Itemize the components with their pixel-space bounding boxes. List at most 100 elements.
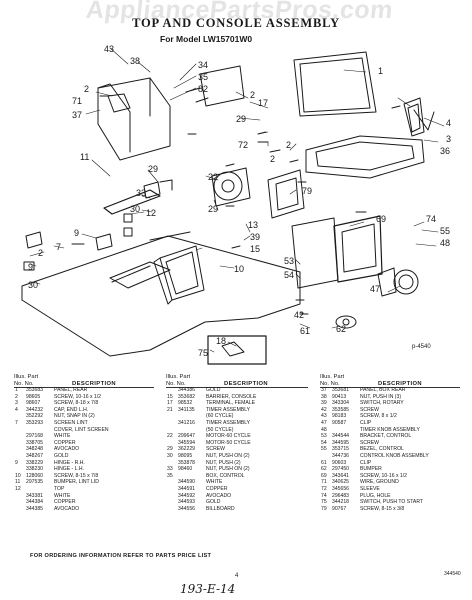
part-description: TIMER KNOB ASSEMBLY [360,426,420,433]
part-number: 338229 [26,459,43,466]
header-illus-part: Illus. Part [320,374,345,380]
part-number: 343304 [332,400,349,407]
illus-number: 71 [321,479,327,486]
part-number: 98183 [332,413,347,420]
rear-panel [293,51,377,117]
part-description: COPPER [206,485,228,492]
hinge-right [95,233,113,251]
illus-number: 35 [167,472,173,479]
part-number: 344556 [178,505,195,512]
part-number: 344385 [26,505,43,512]
part-description: AVOCADO [206,492,232,499]
part-description: SCREW [360,439,379,446]
part-number: 98095 [178,452,193,459]
part-description: BARRIER, CONSOLE [206,393,257,400]
callout-72: 72 [238,140,248,150]
hinge-left [25,231,43,249]
part-description: TIMER ASSEMBLY [206,419,251,426]
callout-33: 33 [136,188,146,198]
callout-13: 13 [248,220,258,230]
part-description: SCREEN LINT [54,419,88,426]
part-number: 98605 [26,393,41,400]
lint-lid [103,189,161,215]
header-description: DESCRIPTION [224,380,269,387]
header-no: No. No. [320,380,340,387]
illus-number: 21 [167,406,173,413]
part-number: 128060 [26,472,43,479]
part-description: SCREW, 10-16 x 1/2 [360,472,407,479]
part-number: 297450 [332,466,349,473]
illus-number: 17 [167,400,173,407]
callout-2: 2 [38,248,43,258]
part-description: PANEL, BOX REAR [360,387,406,393]
part-description: (50 CYCLE) [206,426,234,433]
part-description: HINGE - R.H. [54,459,85,466]
illus-number: 2 [15,393,18,400]
callout-82: 82 [198,84,208,94]
illus-number: 10 [15,472,21,479]
illus-number: 7 [15,419,18,426]
header-illus-part: Illus. Part [14,374,39,380]
callout-35: 35 [198,72,208,82]
parts-row: (50 CYCLE) [166,427,308,434]
part-number: 344232 [26,406,43,413]
illus-number: 12 [15,485,21,492]
callout-7: 7 [56,242,61,252]
header-no: No. No. [14,380,34,387]
callout-3: 3 [446,134,451,144]
page-number: 4 [235,573,239,579]
callout-48: 48 [440,238,450,248]
control-bracket [267,169,305,219]
part-description: MOTOR-60 CYCLE [206,433,251,440]
part-description: COVER, LINT SCREEN [54,426,109,433]
callout-39: 39 [250,232,260,242]
callout-12: 12 [146,208,156,218]
part-number: 98607 [26,400,41,407]
part-number: 90413 [332,393,347,400]
part-number: 344218 [332,499,349,506]
part-description: TOP [54,485,65,492]
callout-29: 29 [148,164,158,174]
illus-number: 47 [321,419,327,426]
ordering-note: FOR ORDERING INFORMATION REFER TO PARTS … [30,553,212,559]
part-number: 348248 [26,446,43,453]
part-description: SCREW [360,406,379,413]
illus-number: 74 [321,492,327,499]
part-number: 344384 [26,499,43,506]
part-number: 344592 [178,492,195,499]
callout-30: 30 [130,204,140,214]
part-description: COPPER [54,499,76,506]
part-number: 353682 [178,393,195,400]
part-description: WHITE [54,492,71,499]
callout-38: 38 [130,56,140,66]
part-number: 296483 [332,492,349,499]
timer-assembly [213,171,243,201]
illus-number: 54 [321,439,327,446]
part-description: HINGE - L.H. [54,466,85,473]
